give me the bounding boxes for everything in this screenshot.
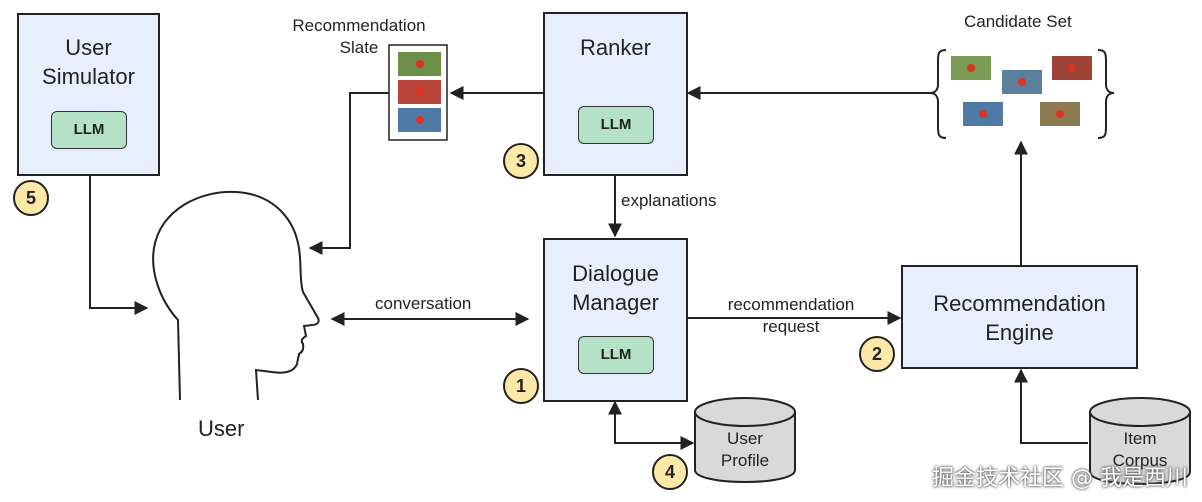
recommendation-engine-title-1: Recommendation <box>933 291 1106 316</box>
item-corpus-cylinder <box>1089 397 1191 485</box>
step-badge-3: 3 <box>503 143 539 179</box>
user-simulator-title-2: Simulator <box>42 64 135 89</box>
recommendation-slate-icon <box>388 44 448 141</box>
watermark-text: 掘金技术社区 @ 我是西川 <box>932 466 1188 491</box>
arrow-profile-to-dialogue <box>608 400 695 450</box>
user-label: User <box>198 416 245 441</box>
item-corpus-label: Item Corpus <box>1090 428 1190 472</box>
user-profile-line2: Profile <box>720 451 770 470</box>
item-corpus-line1: Item <box>1123 429 1157 448</box>
recommendation-engine-box: Recommendation Engine <box>901 265 1138 369</box>
slate-label: Recommendation Slate <box>278 15 440 59</box>
user-profile-label: User Profile <box>695 428 795 472</box>
user-head-icon <box>152 190 320 401</box>
arrow-slate-to-user <box>308 92 389 255</box>
user-profile-cylinder <box>694 397 796 483</box>
recommendation-request-label: recommendation request <box>705 294 877 338</box>
conversation-label: conversation <box>375 294 472 313</box>
arrow-corpus-to-engine <box>1014 368 1088 444</box>
ranker-title: Ranker <box>580 35 651 60</box>
user-simulator-box: User Simulator LLM <box>17 13 160 176</box>
dialogue-manager-box: Dialogue Manager LLM <box>543 238 688 402</box>
recommendation-request-line1: recommendation <box>727 295 855 314</box>
candidate-set-icon <box>929 49 1115 139</box>
step-badge-1: 1 <box>503 368 539 404</box>
user-simulator-title-1: User <box>65 35 112 60</box>
step-badge-5: 5 <box>13 180 49 216</box>
arrow-simulator-to-user <box>89 176 149 315</box>
candidate-set-label: Candidate Set <box>964 12 1072 31</box>
ranker-llm: LLM <box>578 106 654 144</box>
recommendation-request-line2: request <box>762 317 820 336</box>
dialogue-manager-title-2: Manager <box>572 290 659 315</box>
user-profile-line1: User <box>727 429 763 448</box>
explanations-label: explanations <box>621 191 717 210</box>
dialogue-manager-llm: LLM <box>578 336 654 374</box>
ranker-box: Ranker LLM <box>543 12 688 176</box>
step-badge-4: 4 <box>652 454 688 490</box>
step-badge-2: 2 <box>859 336 895 372</box>
user-simulator-llm: LLM <box>51 111 127 149</box>
slate-label-line2: Slate <box>339 38 379 57</box>
item-corpus-line2: Corpus <box>1112 451 1168 470</box>
recommendation-engine-title-2: Engine <box>985 320 1054 345</box>
slate-label-line1: Recommendation <box>292 16 426 35</box>
dialogue-manager-title-1: Dialogue <box>572 261 659 286</box>
